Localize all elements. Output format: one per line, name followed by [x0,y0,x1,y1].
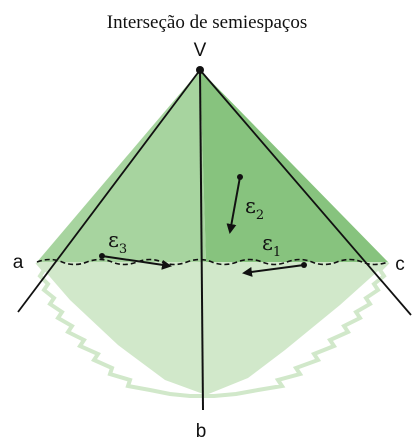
vector-2-label: ε2 [245,194,264,223]
dashed-boundary [36,258,389,266]
edge-c [199,69,412,316]
edge-c-label: c [395,254,405,275]
edge-a [17,69,201,313]
vector-2-arrow [226,176,241,234]
vector-1-arrow [242,264,305,277]
right-face [200,70,388,262]
vector-1-label: ε1 [262,231,281,260]
lower-faded-region [37,262,388,395]
vertex-point [196,66,204,74]
edge-a-label: a [13,252,24,273]
vertex-label: V [194,40,207,61]
faded-region-right-edge [206,260,390,398]
left-face [37,70,206,262]
edge-b-label: b [196,421,207,442]
edge-b [199,69,204,411]
vector-3-label: ε3 [108,228,127,257]
diagram-title: Interseção de semiespaços [107,12,307,33]
vector-3-arrow [101,255,172,270]
faded-region-left-edge [35,260,206,398]
